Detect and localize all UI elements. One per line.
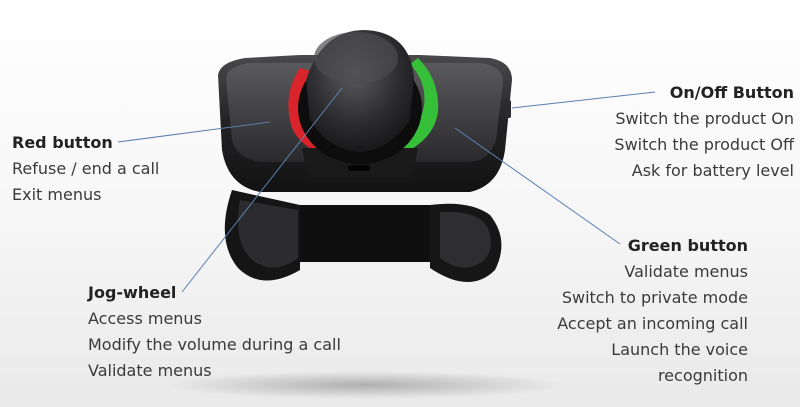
jog-wheel-knob [298, 30, 422, 164]
onoff-button-line-1: Switch the product On [615, 109, 794, 128]
callout-red-button: Red button Refuse / end a call Exit menu… [12, 130, 159, 208]
callout-onoff-button: On/Off Button Switch the product On Swit… [614, 80, 794, 184]
green-button-line-3: Accept an incoming call [557, 314, 748, 333]
jog-wheel-line-3: Validate menus [88, 361, 212, 380]
green-button-line-5: recognition [657, 366, 748, 385]
green-button-title: Green button [627, 236, 748, 255]
onoff-button-line-3: Ask for battery level [631, 161, 794, 180]
green-button-line-4: Launch the voice [611, 340, 748, 359]
callout-green-button: Green button Validate menus Switch to pr… [557, 233, 748, 389]
onoff-button-title: On/Off Button [669, 83, 794, 102]
leader-jog-wheel [181, 87, 343, 293]
red-button-arc [288, 68, 326, 152]
onoff-button-line-2: Switch the product Off [614, 135, 794, 154]
leader-onoff-button [511, 91, 656, 109]
green-button-line-2: Switch to private mode [561, 288, 748, 307]
jog-wheel-line-2: Modify the volume during a call [88, 335, 341, 354]
red-button-title: Red button [12, 133, 113, 152]
onoff-side-button [505, 100, 511, 118]
device-strap [224, 190, 502, 283]
green-button-line-1: Validate menus [624, 262, 748, 281]
green-button-arc [398, 58, 439, 152]
red-button-line-1: Refuse / end a call [12, 159, 160, 178]
leader-green-button [454, 127, 621, 245]
device-shadow [165, 371, 565, 399]
callout-jog-wheel: Jog-wheel Access menus Modify the volume… [88, 280, 341, 384]
device-slot [348, 165, 370, 171]
jog-wheel-title: Jog-wheel [88, 283, 177, 302]
leader-red-button [117, 121, 271, 143]
red-button-line-2: Exit menus [12, 185, 102, 204]
jog-wheel-line-1: Access menus [88, 309, 202, 328]
